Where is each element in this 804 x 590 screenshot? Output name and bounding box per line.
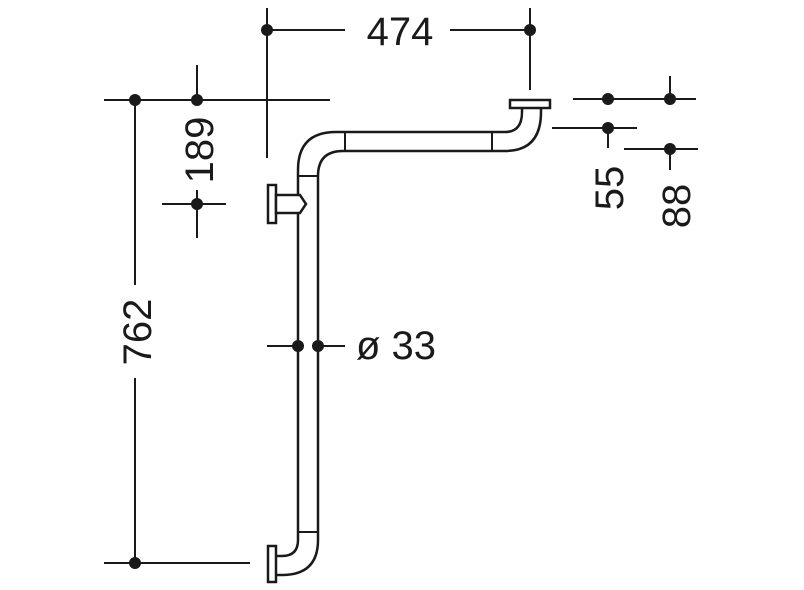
dim-762-label: 762 — [116, 299, 160, 366]
bottom-wall-flange — [266, 544, 278, 584]
grab-bar-pipe — [266, 98, 552, 584]
dim-762-dot-top — [129, 94, 141, 106]
dim-474-label: 474 — [367, 10, 434, 54]
dimension-189: 189 — [162, 65, 226, 238]
dim-diameter-dot-left — [292, 340, 304, 352]
dimension-88: 88 — [624, 76, 699, 228]
dimension-diameter: ø 33 — [267, 324, 436, 368]
dim-88-dot-top — [664, 93, 676, 105]
dimension-55: 55 — [552, 93, 640, 210]
dim-189-label: 189 — [178, 117, 222, 184]
top-elbow-inner — [492, 108, 524, 134]
bottom-elbow-outer — [276, 532, 320, 577]
dim-474-dot-right — [524, 24, 536, 36]
dim-474-dot-left — [261, 24, 273, 36]
dim-189-dot-top — [191, 94, 203, 106]
middle-support-stub — [274, 193, 308, 215]
dim-55-dot-bottom — [602, 122, 614, 134]
dim-diameter-label: ø 33 — [356, 324, 436, 368]
dimension-762: 762 — [104, 94, 330, 569]
bottom-elbow-inner — [276, 532, 300, 558]
dimension-474: 474 — [261, 8, 536, 158]
dim-55-dot-top — [602, 93, 614, 105]
vertical-tube-inner-wall — [316, 149, 492, 532]
dim-88-dot-bottom — [664, 143, 676, 155]
top-wall-flange — [508, 98, 552, 110]
dim-88-label: 88 — [655, 184, 699, 229]
dim-762-dot-bottom — [129, 557, 141, 569]
dim-diameter-dot-right — [312, 340, 324, 352]
dim-189-dot-bottom — [191, 198, 203, 210]
dim-55-label: 55 — [588, 166, 632, 211]
